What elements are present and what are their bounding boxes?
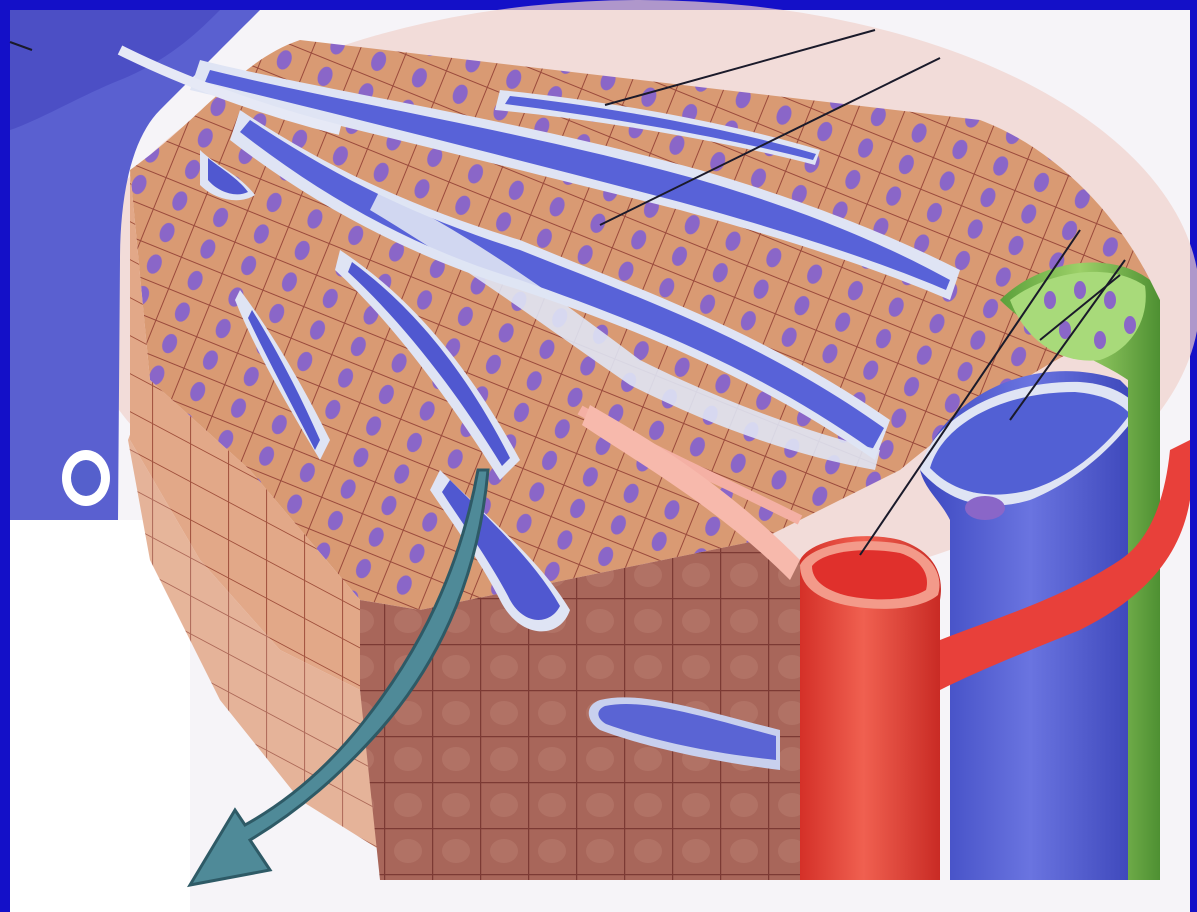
portal-vein-endothelial-nucleus [965,496,1005,520]
central-vein-cell-nucleus [71,460,101,496]
